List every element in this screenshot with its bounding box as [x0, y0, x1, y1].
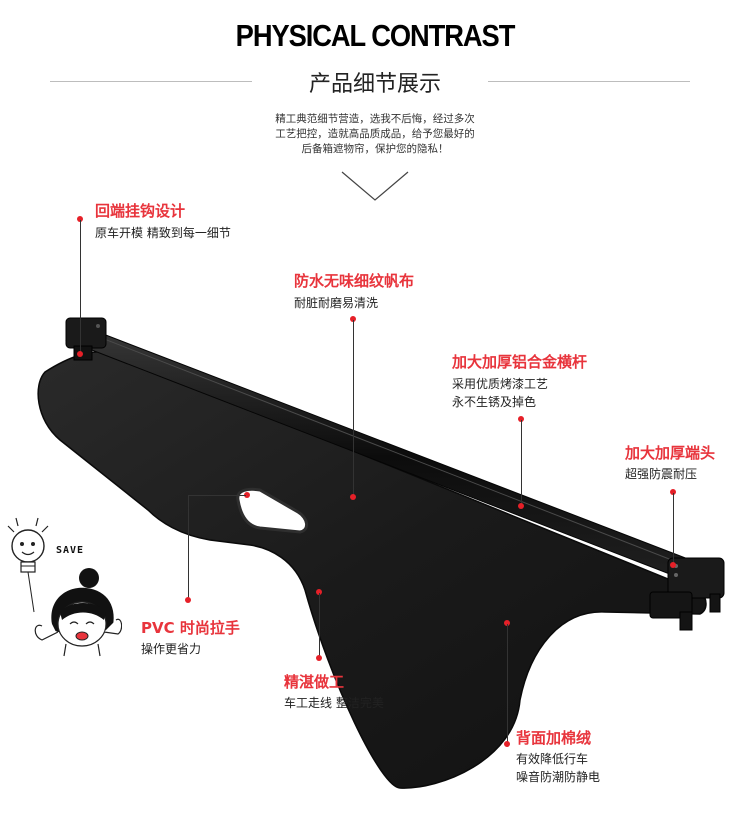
- divider-left: [50, 81, 252, 82]
- mascot-save-text: SAVE: [56, 545, 85, 556]
- callout-dot: [518, 416, 524, 422]
- feature-fabric-desc: 耐脏耐磨易清洗: [294, 296, 379, 310]
- leader-line: [521, 420, 522, 506]
- feature-endcap-desc: 超强防震耐压: [625, 467, 698, 481]
- leader-line: [673, 493, 674, 565]
- mascot-illustration: [7, 517, 122, 657]
- page-title-english: PHYSICAL CONTRAST: [235, 18, 516, 53]
- callout-dot: [185, 597, 191, 603]
- callout-dot: [244, 492, 250, 498]
- feature-craft-desc: 车工走线 整洁完美: [284, 696, 384, 710]
- right-end-cap: [667, 557, 725, 599]
- feature-hook-desc: 原车开模 精致到每一细节: [95, 226, 231, 240]
- callout-dot: [518, 503, 524, 509]
- leader-line: [188, 495, 189, 599]
- feature-handle-desc: 操作更省力: [141, 642, 202, 656]
- leader-line: [188, 495, 246, 496]
- fabric-panel: [37, 350, 707, 789]
- callout-dot: [316, 655, 322, 661]
- callout-dot: [670, 489, 676, 495]
- feature-backing-title: 背面加棉绒: [516, 729, 592, 747]
- feature-bar-title: 加大加厚铝合金横杆: [452, 353, 588, 371]
- feature-bar-desc-1: 采用优质烤漆工艺: [452, 377, 549, 391]
- leader-line: [353, 320, 354, 496]
- left-end-cap: [65, 317, 107, 349]
- leader-line: [507, 624, 508, 744]
- divider-right: [488, 81, 690, 82]
- pvc-handle: [236, 487, 308, 534]
- feature-handle-title: PVC 时尚拉手: [141, 619, 240, 637]
- callout-dot: [350, 494, 356, 500]
- chevron-down-icon: [341, 171, 409, 201]
- leader-line: [319, 593, 320, 659]
- page-title-chinese: 产品细节展示: [308, 72, 441, 97]
- feature-endcap-title: 加大加厚端头: [625, 444, 716, 462]
- feature-hook-title: 回端挂钩设计: [95, 202, 186, 220]
- intro-text: 精工典范细节营造，选我不后悔，经过多次 工艺把控，造就高品质成品，给予您最好的 …: [275, 113, 475, 155]
- feature-backing-desc-2: 噪音防潮防静电: [516, 770, 601, 784]
- feature-craft-title: 精湛做工: [284, 673, 345, 691]
- leader-line: [80, 220, 81, 352]
- callout-dot: [77, 351, 83, 357]
- callout-dot: [77, 216, 83, 222]
- callout-dot: [316, 589, 322, 595]
- feature-backing-desc-1: 有效降低行车: [516, 752, 589, 766]
- feature-fabric-title: 防水无味细纹帆布: [294, 272, 415, 290]
- feature-bar-desc-2: 永不生锈及掉色: [452, 395, 537, 409]
- callout-dot: [504, 741, 510, 747]
- callout-dot: [350, 316, 356, 322]
- callout-dot: [504, 620, 510, 626]
- callout-dot: [670, 562, 676, 568]
